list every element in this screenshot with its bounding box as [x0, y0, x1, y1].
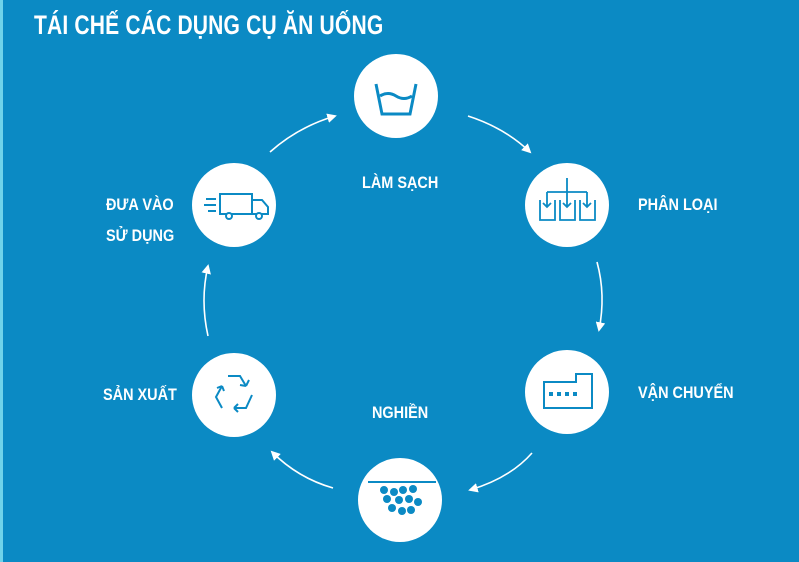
step-clean	[354, 54, 438, 138]
arrow-5	[201, 264, 211, 337]
step-sort	[525, 163, 609, 247]
factory-icon	[543, 373, 593, 409]
step-produce	[192, 353, 276, 437]
step-label-produce: SẢN XUẤT	[103, 385, 177, 404]
arrow-1	[467, 115, 532, 154]
arrow-2	[595, 261, 606, 332]
arrow-6	[269, 113, 337, 153]
left-edge-strip	[0, 0, 3, 562]
step-crush	[358, 458, 442, 542]
step-label-use-line1: ĐƯA VÀO	[106, 195, 174, 214]
step-label-clean: LÀM SẠCH	[362, 173, 439, 192]
sorting-bins-icon	[539, 178, 596, 221]
step-label-transport: VẬN CHUYỂN	[638, 383, 734, 402]
step-label-use-line2: SỬ DỤNG	[106, 226, 175, 245]
recycle-icon	[214, 375, 253, 413]
page-title: TÁI CHẾ CÁC DỤNG CỤ ĂN UỐNG	[34, 10, 384, 40]
step-use	[192, 163, 276, 247]
crushed-pellets-icon	[368, 481, 436, 515]
step-label-sort: PHÂN LOẠI	[638, 195, 718, 214]
step-transport	[525, 350, 609, 434]
delivery-truck-icon	[204, 193, 269, 220]
arrow-3	[468, 452, 533, 493]
wash-basin-icon	[374, 83, 418, 116]
arrow-4	[270, 450, 334, 489]
step-label-crush: NGHIỀN	[372, 403, 429, 422]
